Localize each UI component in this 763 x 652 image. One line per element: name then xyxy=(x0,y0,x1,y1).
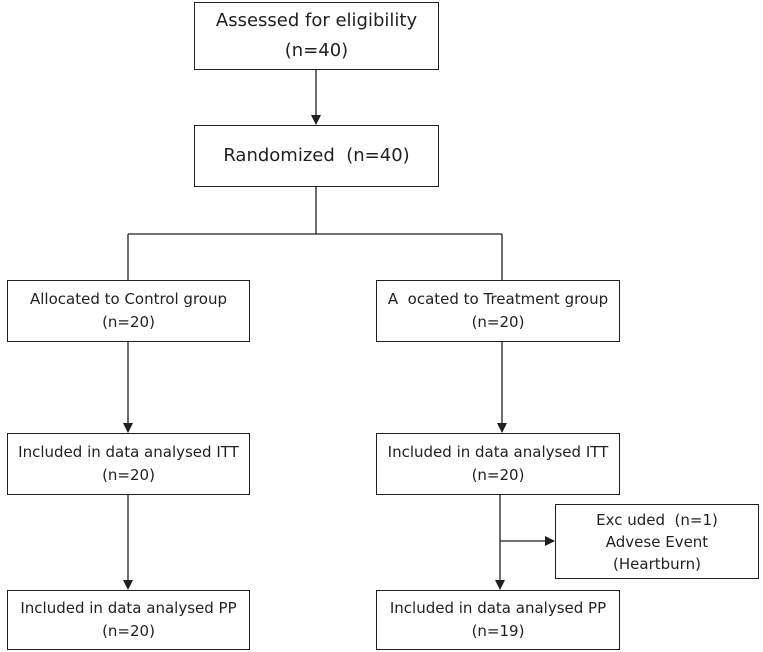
control-itt-label: Included in data analysed ITT xyxy=(18,443,239,461)
treatment-itt-box: Included in data analysed ITT (n=20) xyxy=(376,433,620,495)
randomized-label: Randomized (n=40) xyxy=(223,145,410,166)
control-itt-box: Included in data analysed ITT (n=20) xyxy=(7,433,250,495)
excluded-reason: Advese Event xyxy=(605,532,709,551)
control-group-count: (n=20) xyxy=(102,313,155,331)
excluded-detail: (Heartburn) xyxy=(613,554,701,573)
assessed-count: (n=40) xyxy=(284,40,349,61)
control-itt-count: (n=20) xyxy=(102,466,155,484)
treatment-itt-label: Included in data analysed ITT xyxy=(387,443,609,461)
control-group-label: Allocated to Control group xyxy=(30,290,227,308)
treatment-pp-label: Included in data analysed PP xyxy=(389,599,607,617)
assessed-for-eligibility-box: Assessed for eligibility (n=40) xyxy=(194,2,439,70)
treatment-itt-count: (n=20) xyxy=(471,466,525,484)
randomized-box: Randomized (n=40) xyxy=(194,125,439,187)
assessed-label: Assessed for eligibility xyxy=(215,10,418,31)
treatment-pp-box: Included in data analysed PP (n=19) xyxy=(376,590,620,650)
treatment-group-box: A ocated to Treatment group (n=20) xyxy=(376,280,620,342)
treatment-group-count: (n=20) xyxy=(471,313,525,331)
control-pp-box: Included in data analysed PP (n=20) xyxy=(7,590,250,650)
control-pp-count: (n=20) xyxy=(102,622,155,640)
control-group-box: Allocated to Control group (n=20) xyxy=(7,280,250,342)
treatment-group-label: A ocated to Treatment group xyxy=(387,290,609,308)
treatment-pp-count: (n=19) xyxy=(471,622,525,640)
excluded-box: Exc uded (n=1) Advese Event (Heartburn) xyxy=(555,504,759,579)
control-pp-label: Included in data analysed PP xyxy=(20,599,237,617)
excluded-label: Exc uded (n=1) xyxy=(596,510,718,529)
